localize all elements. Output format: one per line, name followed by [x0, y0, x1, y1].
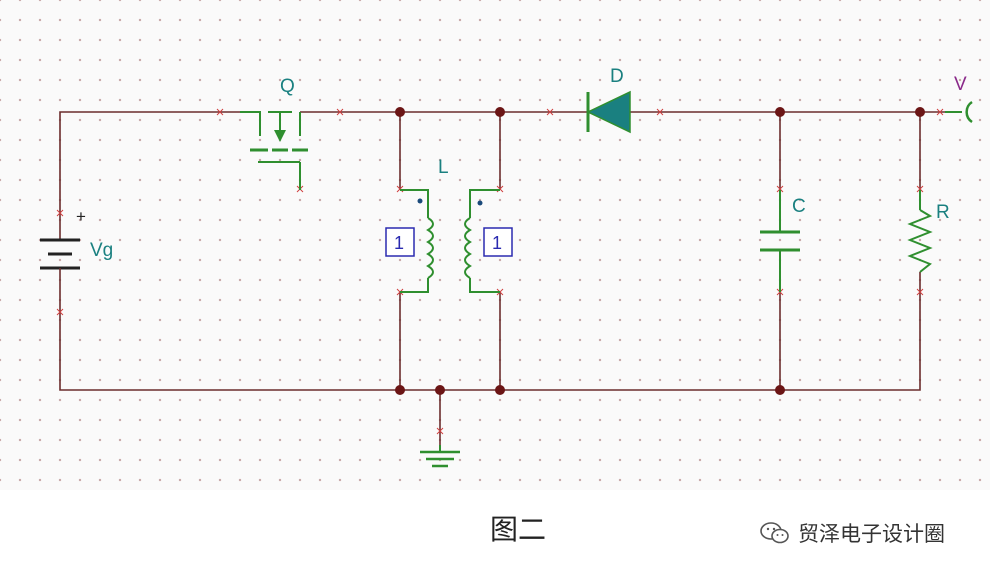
diode-label: D — [610, 66, 624, 87]
mosfet-switch[interactable]: Q — [240, 76, 308, 190]
turns-box-secondary — [483, 227, 513, 257]
capacitor-label: C — [792, 196, 806, 217]
mosfet-label: Q — [280, 76, 295, 97]
schematic-canvas: + Vg Q 1 1 L D — [0, 0, 990, 490]
circuit-schematic: + Vg Q 1 1 L D — [40, 66, 973, 468]
inductor-label: L — [438, 157, 449, 178]
dot-marker-primary — [417, 198, 423, 204]
battery-polarity: + — [76, 207, 86, 226]
resistor-label: R — [936, 202, 950, 223]
output-label: V — [954, 74, 967, 95]
turns-box-primary — [385, 227, 415, 257]
turns-secondary: 1 — [492, 233, 502, 253]
ground-symbol — [420, 445, 460, 468]
output-probe[interactable]: V — [945, 74, 973, 124]
wires — [59, 111, 945, 445]
battery-source[interactable]: + Vg — [40, 207, 113, 290]
diode[interactable]: D — [586, 66, 631, 134]
watermark-text: 贸泽电子设计圈 — [798, 522, 945, 546]
junction-nodes — [395, 107, 925, 395]
capacitor[interactable]: C — [760, 190, 806, 292]
battery-label: Vg — [90, 240, 113, 261]
figure-caption: 图二 — [490, 513, 547, 546]
wechat-icon — [760, 522, 789, 544]
coupled-inductor[interactable]: 1 1 L — [385, 157, 513, 293]
turns-primary: 1 — [394, 233, 404, 253]
watermark: 贸泽电子设计圈 — [760, 518, 945, 548]
resistor[interactable]: R — [907, 190, 950, 273]
dot-marker-secondary — [477, 200, 483, 206]
